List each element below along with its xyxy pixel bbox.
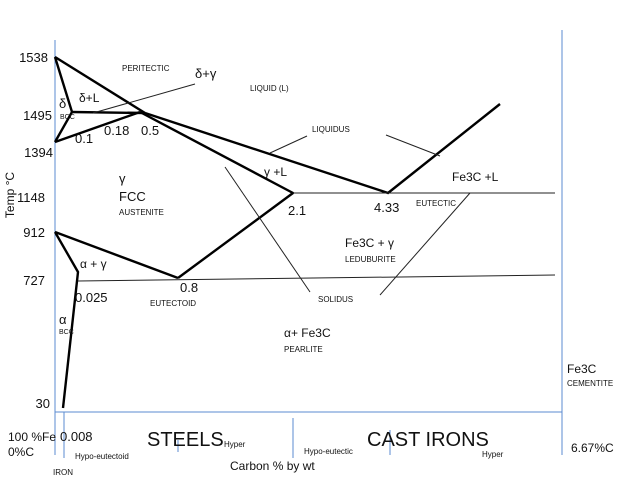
fe3c-gamma-label: Fe3C + γ xyxy=(345,236,394,250)
delta-label: δ xyxy=(59,96,66,111)
alpha-fe3c-label: α+ Fe3C xyxy=(284,326,331,340)
pearlite-label: PEARLITE xyxy=(284,345,323,354)
peritectic-line xyxy=(71,110,146,115)
delta-gamma-label: δ+γ xyxy=(195,66,217,81)
hyper-cast-label: Hyper xyxy=(482,450,504,459)
solidus-leader xyxy=(224,166,311,293)
thin-lines xyxy=(77,83,556,296)
fcc-label: FCC xyxy=(119,189,146,204)
y-axis-title: Temp °C xyxy=(3,172,17,218)
comp-0-18: 0.18 xyxy=(104,123,129,138)
alpha-gamma-lower xyxy=(53,231,80,409)
alpha-gamma-label: α + γ xyxy=(80,257,107,271)
liquidus-label: LIQUIDUS xyxy=(312,125,350,134)
alpha-bcc-label: BCC xyxy=(59,329,74,336)
tick-1394: 1394 xyxy=(24,145,53,160)
comp-0-025: 0.025 xyxy=(75,290,108,305)
delta-liquid-label: δ+L xyxy=(79,91,100,105)
iron-label: IRON xyxy=(53,468,73,477)
comp-0-5: 0.5 xyxy=(141,123,159,138)
steels-label: STEELS xyxy=(147,429,224,451)
gamma-label: γ xyxy=(119,171,126,186)
gamma-liquid-label: γ +L xyxy=(264,165,287,179)
ledeburite-label: LEDUBURITE xyxy=(345,255,396,264)
axis-left-bottom: 0%C xyxy=(8,445,34,459)
delta-liquid-line xyxy=(54,55,146,115)
phase-boundaries xyxy=(53,55,501,409)
cast-irons-label: CAST IRONS xyxy=(367,429,489,451)
comp-2-1: 2.1 xyxy=(288,203,306,218)
liquidus-line xyxy=(144,103,501,195)
hypo-eutectoid-label: Hypo-eutectoid xyxy=(75,452,129,461)
eutectoid-line xyxy=(77,274,556,282)
guide-lines xyxy=(54,30,563,458)
liquidus-right-leader xyxy=(385,134,441,157)
comp-4-33: 4.33 xyxy=(374,200,399,215)
x-axis-title: Carbon % by wt xyxy=(230,459,315,473)
tick-1538: 1538 xyxy=(19,50,48,65)
hypo-eutectic-label: Hypo-eutectic xyxy=(304,447,353,456)
comp-0-1: 0.1 xyxy=(75,131,93,146)
y-axis-ticks: 1538 1495 1394 1148 912 727 30 xyxy=(17,50,53,411)
liquid-label: LIQUID (L) xyxy=(250,84,289,93)
comp-0-8: 0.8 xyxy=(180,280,198,295)
austenite-label: AUSTENITE xyxy=(119,208,164,217)
cementite-label: CEMENTITE xyxy=(567,379,613,388)
liquidus-leader xyxy=(269,135,308,154)
alpha-label: α xyxy=(59,312,67,327)
axis-right-label: 6.67%C xyxy=(571,441,614,455)
fe3c-label: Fe3C xyxy=(567,362,597,376)
ledeburite-leader xyxy=(379,192,471,296)
tick-1495: 1495 xyxy=(23,108,52,123)
comp-0-008: 0.008 xyxy=(60,429,93,444)
eutectoid-label: EUTECTOID xyxy=(150,299,196,308)
peritectic-label: PERITECTIC xyxy=(122,64,170,73)
tick-30: 30 xyxy=(36,396,50,411)
axis-left-top: 100 %Fe xyxy=(8,430,56,444)
tick-1148: 1148 xyxy=(17,190,45,205)
delta-bcc-label: BCC xyxy=(60,114,75,121)
hyper-steel-label: Hyper xyxy=(224,440,246,449)
alpha-gamma-upper xyxy=(54,230,179,280)
tick-912: 912 xyxy=(23,225,45,240)
fe3c-liquid-label: Fe3C +L xyxy=(452,170,499,184)
tick-727: 727 xyxy=(23,273,45,288)
eutectic-label: EUTECTIC xyxy=(416,199,456,208)
delta-gamma-lower xyxy=(54,110,141,144)
solidus-label: SOLIDUS xyxy=(318,295,353,304)
delta-gamma-leader xyxy=(92,83,196,114)
